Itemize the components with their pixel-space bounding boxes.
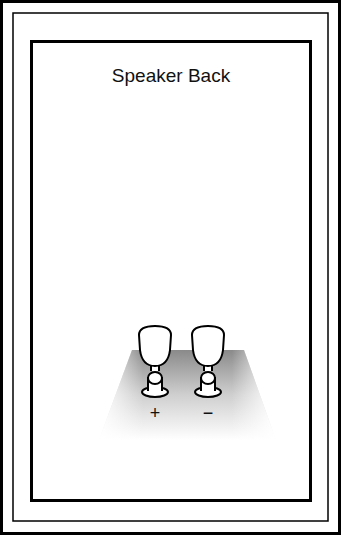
polarity-label: + [150, 404, 161, 422]
polarity-label: − [203, 404, 214, 422]
inner-frame [13, 13, 328, 521]
speaker-back-panel: Speaker Back [30, 40, 312, 502]
binding-post [139, 326, 171, 397]
terminal-plate [99, 350, 276, 440]
binding-post [192, 326, 224, 397]
panel-heading: Speaker Back [33, 65, 309, 87]
